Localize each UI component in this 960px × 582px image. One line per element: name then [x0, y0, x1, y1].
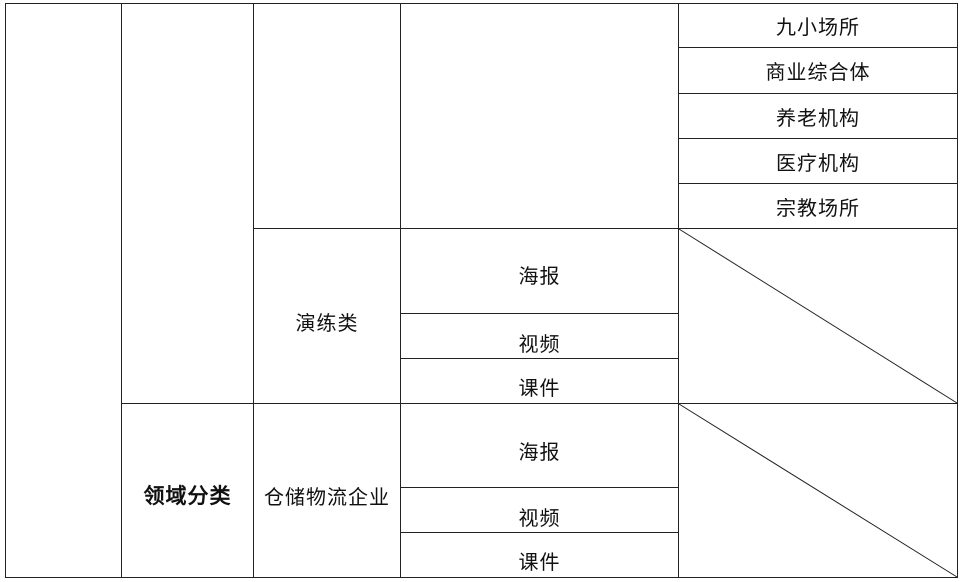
- venue-row-divider: [678, 47, 958, 48]
- drill-item-divider: [400, 358, 679, 359]
- domain-item-label: 课件: [518, 549, 561, 574]
- domain-item-divider: [400, 532, 679, 533]
- section-divider-drill: [253, 228, 958, 229]
- venue-label: 医疗机构: [776, 150, 860, 175]
- column-divider-1: [121, 3, 122, 578]
- domain-empty-cell-diagonal: [678, 403, 958, 578]
- domain-group-label: 仓储物流企业: [264, 484, 390, 509]
- venue-row-divider: [678, 138, 958, 139]
- drill-item-label: 海报: [518, 263, 561, 288]
- venue-label: 九小场所: [776, 15, 860, 39]
- drill-group-label: 演练类: [295, 310, 359, 335]
- drill-item-divider: [400, 313, 679, 314]
- column-divider-3: [400, 3, 401, 578]
- drill-item-label: 课件: [518, 375, 561, 400]
- drill-item-label: 视频: [518, 331, 561, 356]
- domain-item-label: 海报: [518, 439, 561, 464]
- section-divider-domain: [121, 403, 958, 404]
- venue-label: 商业综合体: [765, 60, 871, 84]
- venue-row-divider: [678, 183, 958, 184]
- column-divider-2: [253, 3, 254, 578]
- venue-label: 宗教场所: [776, 195, 860, 220]
- table-border-right: [957, 3, 958, 578]
- table-border-left: [5, 3, 6, 578]
- domain-category-label: 领域分类: [143, 483, 232, 508]
- venue-label: 养老机构: [776, 105, 860, 130]
- column-divider-4: [678, 3, 679, 578]
- domain-item-divider: [400, 487, 679, 488]
- domain-item-label: 视频: [518, 505, 561, 530]
- table-border-top: [5, 3, 958, 4]
- table-border-bottom: [5, 577, 958, 578]
- venue-row-divider: [678, 93, 958, 94]
- drill-empty-cell-diagonal: [678, 228, 958, 404]
